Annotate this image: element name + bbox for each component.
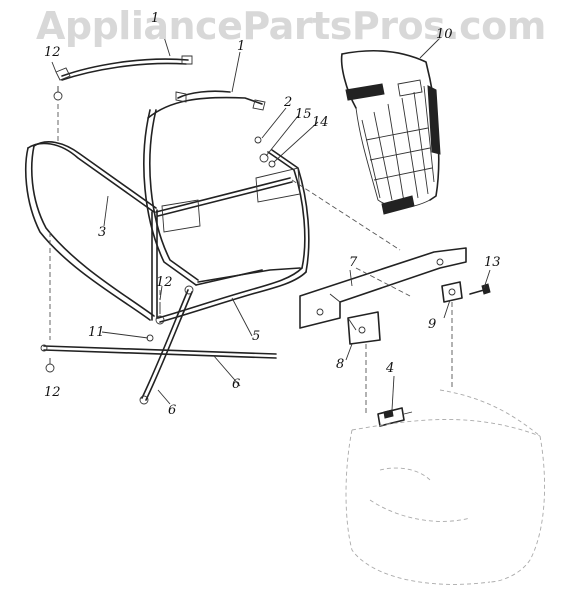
callout-4: 4	[386, 361, 395, 376]
part-9-pivot-bracket	[441, 281, 463, 303]
callout-13: 13	[484, 255, 501, 270]
part-7-bracket	[299, 247, 467, 329]
callout-6-diagonal: 6	[168, 403, 177, 418]
callout-1-rear: 1	[237, 39, 246, 54]
watermark-text: AppliancePartsPros.com	[36, 4, 546, 48]
callout-2: 2	[284, 95, 293, 110]
hardware-fasteners	[45, 86, 276, 373]
part-8-angle-bracket	[347, 311, 381, 345]
callout-12-middle: 12	[156, 275, 173, 290]
part-1-upper-brace	[55, 55, 193, 81]
leader-lines	[51, 23, 491, 411]
callout-10: 10	[436, 27, 453, 42]
callout-1-upper: 1	[151, 11, 160, 26]
callout-12-bottom: 12	[44, 385, 61, 400]
callout-7: 7	[349, 255, 358, 270]
part-5-rear-hoop	[143, 109, 310, 323]
part-3-front-hoop	[25, 141, 158, 321]
part-4-switch	[377, 407, 413, 427]
part-6-cross-rod-b	[139, 285, 194, 405]
part-6-cross-rod-a	[40, 344, 277, 359]
callout-11: 11	[88, 325, 105, 340]
callout-6-rod: 6	[232, 377, 241, 392]
callout-14: 14	[312, 115, 329, 130]
callout-9: 9	[428, 317, 437, 332]
callout-15: 15	[295, 107, 312, 122]
callout-8: 8	[336, 357, 345, 372]
callout-5: 5	[252, 329, 261, 344]
callout-12-top: 12	[44, 45, 61, 60]
callout-3: 3	[98, 225, 107, 240]
part-10-shroud	[340, 49, 441, 215]
part-1-rear-brace	[147, 90, 266, 119]
housing-outline-faint	[345, 389, 545, 585]
part-13-bolt	[469, 283, 491, 295]
